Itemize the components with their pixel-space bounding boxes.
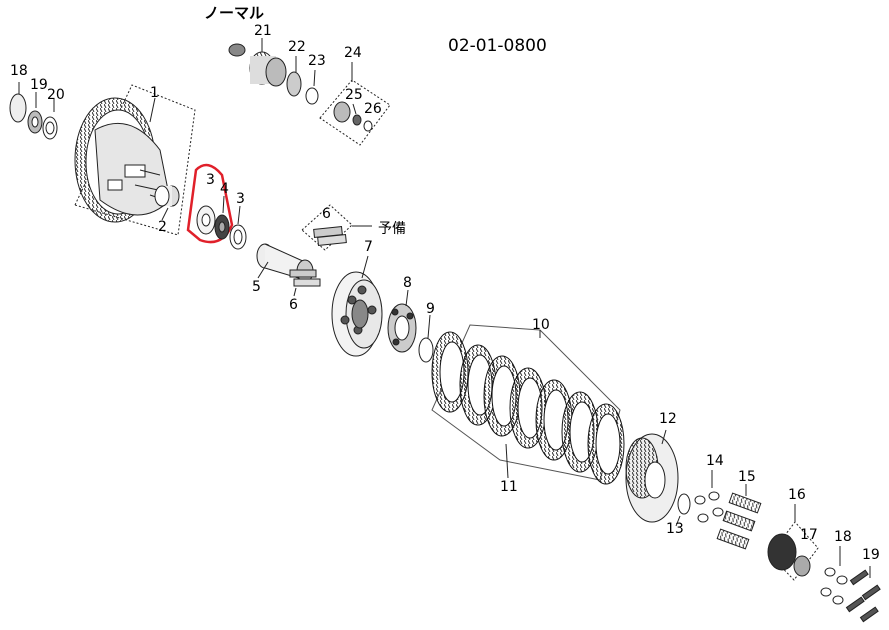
callout-2: 2 [158, 219, 167, 235]
part-16-lifter-plate [767, 504, 819, 581]
callout-24: 22 [288, 39, 306, 55]
callout-3: 3 [206, 172, 215, 188]
part-1-clutch-housing [74, 84, 196, 236]
diagram-code: 02-01-0800 [448, 36, 547, 56]
callout-28: 26 [364, 101, 382, 117]
callout-14: 14 [706, 453, 724, 469]
part-6-spare-dampers [301, 204, 372, 251]
part-21-bearing [27, 92, 43, 134]
part-6-dampers [289, 269, 321, 297]
callout-12: 12 [659, 411, 677, 427]
part-20-plate [9, 82, 27, 123]
callout-18: 18 [834, 529, 852, 545]
callout-19: 19 [862, 547, 880, 563]
part-3-washer-highlighted [186, 163, 234, 244]
part-26-assembly [319, 62, 391, 146]
callout-11: 11 [500, 479, 518, 495]
part-2-bushing [154, 185, 180, 221]
callout-7: 7 [364, 239, 373, 255]
callout-25: 23 [308, 53, 326, 69]
part-25-ring [305, 69, 319, 105]
callout-8: 8 [403, 275, 412, 291]
part-15-springs [716, 484, 762, 550]
callout-20: 18 [10, 63, 28, 79]
callout-22: 20 [47, 87, 65, 103]
callout-23: 21 [254, 23, 272, 39]
part-4-bearing [214, 195, 230, 240]
part-18-washers [820, 546, 848, 605]
callout-5: 5 [252, 279, 261, 295]
spare-label: 予備 [378, 221, 406, 237]
callout-6: 6 [289, 297, 298, 313]
callout-21: 19 [30, 77, 48, 93]
part-19-bolts [845, 566, 881, 623]
part-13-ring [675, 493, 691, 527]
callout-3b: 3 [236, 191, 245, 207]
part-12-pressure-plate [625, 429, 679, 523]
callout-26: 24 [344, 45, 362, 61]
part-8-pressure-plate [387, 289, 417, 353]
part-23-gear [228, 38, 287, 87]
callout-6-spare: 6 [322, 206, 331, 222]
callout-4: 4 [220, 181, 229, 197]
part-9-ring [418, 314, 434, 363]
part-14-washers [694, 470, 724, 523]
callout-9: 9 [426, 301, 435, 317]
callout-16: 16 [788, 487, 806, 503]
part-3b-washer [229, 205, 247, 250]
normal-label: ノーマル [204, 4, 265, 22]
callout-10: 10 [532, 317, 550, 333]
part-24-hub [286, 56, 302, 97]
callout-13: 13 [666, 521, 684, 537]
callout-1: 1 [150, 85, 159, 101]
callout-27: 25 [345, 87, 363, 103]
part-22-washer [42, 98, 58, 140]
callout-15: 15 [738, 469, 756, 485]
part-7-clutch-hub [331, 255, 383, 357]
callout-17: 17 [800, 527, 818, 543]
